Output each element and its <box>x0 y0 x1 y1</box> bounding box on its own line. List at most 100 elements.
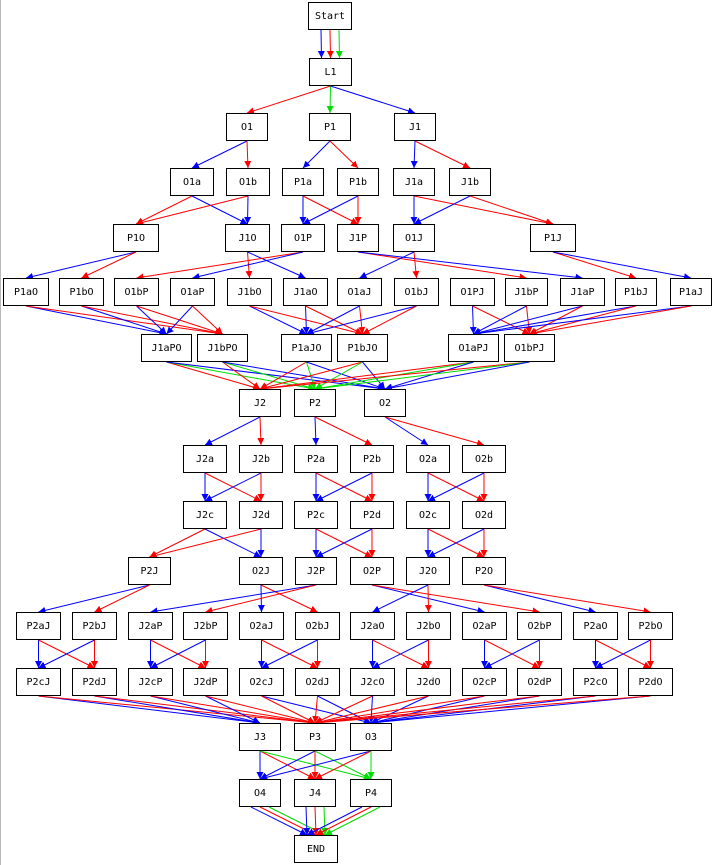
edge-j1bo-to-p1ajo-blue <box>249 305 307 335</box>
edge-p3-to-o4-blue <box>259 750 316 780</box>
node-o4: O4 <box>239 779 281 807</box>
edge-o1aj-to-p1ajo-blue <box>306 305 360 335</box>
node-p2: P2 <box>294 389 336 417</box>
node-p2co: P2cO <box>573 668 618 696</box>
node-p1bj: P1bJ <box>615 278 657 306</box>
edge-j2cp-to-j3-blue <box>150 695 261 725</box>
node-o1p: O1P <box>281 224 325 252</box>
edge-o3-to-j4-red <box>314 750 372 780</box>
node-o2dp: O2dP <box>517 668 562 696</box>
edge-j2-to-j2b-red <box>257 416 265 446</box>
node-p2b: P2b <box>350 445 394 473</box>
edge-p1o-to-p1bo-red <box>81 251 137 279</box>
node-p2bj: P2bJ <box>72 612 117 640</box>
node-o1bj: O1bJ <box>394 278 439 306</box>
node-o2dj: O2dJ <box>295 668 340 696</box>
edge-o2b-to-o2c-blue <box>427 472 485 502</box>
edge-j2-to-j2a-blue <box>204 416 261 446</box>
node-j3: J3 <box>239 723 281 751</box>
node-o1ap: O1aP <box>170 278 215 306</box>
node-o2a: O2a <box>406 445 450 473</box>
node-o1b: O1b <box>226 168 270 196</box>
edge-o2bp-to-o2cp-blue <box>484 639 540 669</box>
edge-j1apo-to-j2-red <box>166 361 261 391</box>
node-end: END <box>294 835 338 863</box>
edge-p2bo-to-p2co-blue <box>595 639 651 669</box>
node-j2ap: J2aP <box>128 612 173 640</box>
node-j1b: J1b <box>449 168 491 196</box>
node-p1bjo: P1bJO <box>337 334 388 362</box>
edge-o1j-to-o1bj-red <box>412 251 420 279</box>
node-o1pj: O1PJ <box>450 278 495 306</box>
node-o2cj: O2cJ <box>239 668 284 696</box>
node-p1ajo: P1aJO <box>281 334 332 362</box>
edge-j2p-to-j2ap-blue <box>150 584 317 615</box>
node-o3: O3 <box>350 723 392 751</box>
edge-p1ajo-to-o2-blue <box>306 361 386 391</box>
edge-p1-to-p1a-blue <box>302 140 331 169</box>
node-o2c: O2c <box>406 501 450 529</box>
edge-o1b-to-p1o-red <box>135 195 249 226</box>
edge-j1p-to-j1ap-blue <box>357 251 583 281</box>
edge-start-to-l1-green <box>335 29 343 59</box>
edge-o2j-to-o2bj-red <box>260 584 318 613</box>
node-j1bp: J1bP <box>505 278 548 306</box>
edge-j1ap-to-o1apj-blue <box>473 305 583 336</box>
node-o2p: O2P <box>350 557 394 585</box>
edge-start-to-l1-red <box>326 29 334 59</box>
edge-o1-to-o1b-red <box>244 140 252 169</box>
node-j2cp: J2cP <box>128 668 173 696</box>
node-p2bo: P2bO <box>628 612 673 640</box>
edge-j2c-to-o2j-blue <box>204 528 262 558</box>
edge-l1-to-p1-green <box>326 85 334 114</box>
edge-p1-to-p1b-red <box>329 140 359 169</box>
edge-j2o-to-j2bo-red <box>424 584 432 613</box>
edge-j1bpo-to-j2-red <box>222 361 261 390</box>
edge-p1bjo-to-p2-green <box>314 361 363 390</box>
edge-p2bj-to-p2cj-blue <box>38 639 95 669</box>
node-o1j: O1J <box>393 224 435 252</box>
node-p3: P3 <box>294 723 336 751</box>
edge-p2j-to-p2bj-red <box>94 584 150 613</box>
node-o2j: O2J <box>239 557 283 585</box>
node-j1a: J1a <box>393 168 435 196</box>
node-p2c: P2c <box>294 501 338 529</box>
node-p1o: P1O <box>113 224 159 252</box>
edge-j4-to-end-blue <box>303 806 311 836</box>
edge-o4-to-end-blue <box>250 806 308 836</box>
edge-l1-to-o1-red <box>246 85 331 115</box>
edge-p4-to-end-green <box>324 806 381 836</box>
edge-o1ap-to-j1apo-blue <box>166 305 193 335</box>
edge-j2o-to-j2ao-blue <box>372 584 429 613</box>
edge-p2o-to-p2ao-blue <box>483 584 596 614</box>
node-j2c: J2c <box>183 501 227 529</box>
node-p2cj: P2cJ <box>16 668 61 696</box>
edge-o1bj-to-p1bjo-red <box>362 305 417 335</box>
node-p2aj: P2aJ <box>16 612 61 640</box>
node-j2d: J2d <box>239 501 283 529</box>
edge-o2cp-to-p3-red <box>314 695 485 726</box>
node-l1: L1 <box>309 58 352 86</box>
edge-o1apj-to-j2-red <box>259 361 474 392</box>
edge-j1bpo-to-p2-green <box>222 361 316 391</box>
node-j2b: J2b <box>239 445 283 473</box>
node-j2ao: J2aO <box>350 612 395 640</box>
edge-p2d-to-j2p-blue <box>315 528 373 558</box>
node-j1ap: J1aP <box>560 278 605 306</box>
node-j1: J1 <box>394 113 436 141</box>
edge-j1a-to-p1j-red <box>413 195 554 227</box>
edge-o1a-to-j1o-blue <box>191 195 248 225</box>
node-o2b: O2b <box>462 445 506 473</box>
edge-p2j-to-p2aj-blue <box>38 584 150 614</box>
node-p2o: P2O <box>462 557 506 585</box>
edge-j1p-to-j1bp-red <box>357 251 527 281</box>
edge-o1pj-to-o1apj-blue <box>469 305 477 335</box>
edge-o1apj-to-o2-blue <box>384 361 474 391</box>
edge-p1b-to-o1p-blue <box>302 195 359 225</box>
edge-j2c-to-p2j-red <box>149 528 206 558</box>
edge-p2dj-to-j3-blue <box>94 695 261 726</box>
edge-o2-to-o2b-red <box>384 416 485 447</box>
edge-o2d-to-j2o-blue <box>427 528 485 558</box>
node-o1apj: O1aPJ <box>448 334 499 362</box>
